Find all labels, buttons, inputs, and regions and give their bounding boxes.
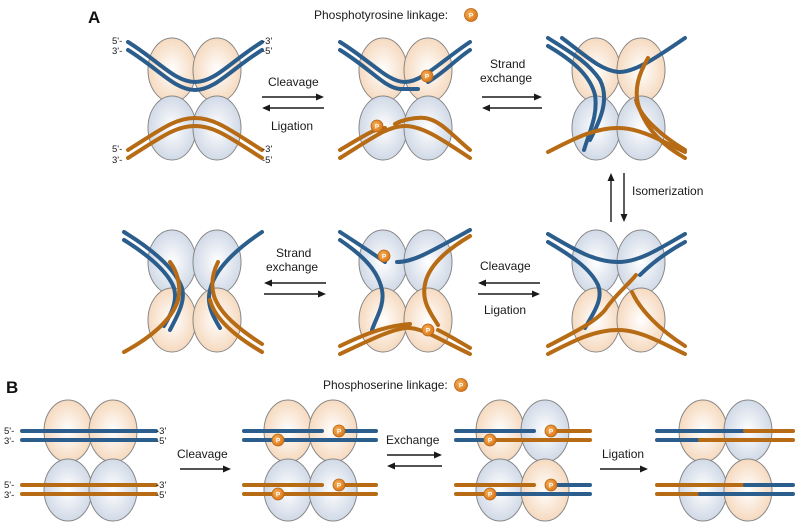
arrow-forward-1 xyxy=(262,93,324,101)
phospho-label: P xyxy=(382,254,387,261)
arrow-reverse-2 xyxy=(482,104,542,112)
step-ligation-2: Ligation xyxy=(484,303,526,317)
end-label-b-neg5-bottom: -5' xyxy=(156,490,166,501)
complex-b3 xyxy=(454,399,592,522)
arrow-isomerization-down xyxy=(620,173,628,222)
phospho-label: P xyxy=(459,383,464,390)
phospho-icon: P xyxy=(332,478,346,492)
complex-b4 xyxy=(655,399,795,522)
arrow-forward-3 xyxy=(478,290,540,298)
phospho-icon: P xyxy=(370,119,384,133)
arrow-reverse-1 xyxy=(262,104,324,112)
phospho-label: P xyxy=(488,438,493,445)
panel-a-legend-text: Phosphotyrosine linkage: xyxy=(314,8,448,22)
arrow-b-exchange-reverse xyxy=(387,462,442,470)
step-b-ligation: Ligation xyxy=(602,447,644,461)
arrow-b-exchange-forward xyxy=(387,451,442,459)
phospho-label: P xyxy=(276,492,281,499)
panel-a-label: A xyxy=(88,8,100,27)
phospho-icon: P xyxy=(483,487,497,501)
end-label-b-neg3-top: -3' xyxy=(156,426,166,437)
phospho-icon: P xyxy=(271,487,285,501)
end-label-5-bottom: 5'- xyxy=(112,144,122,155)
phospho-label: P xyxy=(488,492,493,499)
complex-a2 xyxy=(338,37,472,161)
phospho-icon: P xyxy=(454,378,468,392)
arrow-isomerization-up xyxy=(607,173,615,222)
step-b-cleavage: Cleavage xyxy=(177,447,228,461)
phospho-icon: P xyxy=(464,8,478,22)
complex-a6 xyxy=(122,229,264,354)
end-label-b-5-top: 5'- xyxy=(4,426,14,437)
step-b-exchange: Exchange xyxy=(386,433,440,447)
phospho-label: P xyxy=(469,13,474,20)
phospho-label: P xyxy=(549,483,554,490)
end-label-b-neg5-top: -5' xyxy=(156,436,166,447)
phospho-icon: P xyxy=(420,69,434,83)
arrow-reverse-3 xyxy=(478,279,540,287)
phospho-icon: P xyxy=(544,478,558,492)
phospho-icon: P xyxy=(271,433,285,447)
end-label-b-neg3-bottom: -3' xyxy=(156,480,166,491)
phospho-label: P xyxy=(276,438,281,445)
arrow-forward-2 xyxy=(482,93,542,101)
end-label-b-3-top: 3'- xyxy=(4,436,14,447)
end-label-5-top: 5'- xyxy=(112,36,122,47)
phospho-label: P xyxy=(426,328,431,335)
end-label-b-5-bottom: 5'- xyxy=(4,480,14,491)
complex-b1 xyxy=(20,399,158,522)
step-strand-exchange-2-line1: Strand xyxy=(276,246,311,260)
end-label-3-bottom: 3'- xyxy=(112,155,122,166)
complex-a5 xyxy=(338,228,472,356)
step-ligation-1: Ligation xyxy=(271,119,313,133)
phospho-label: P xyxy=(549,429,554,436)
step-strand-exchange-2-line2: exchange xyxy=(266,260,318,274)
end-label-b-3-bottom: 3'- xyxy=(4,490,14,501)
arrow-b-cleavage xyxy=(180,465,231,473)
phospho-icon: P xyxy=(544,424,558,438)
arrow-reverse-4 xyxy=(264,279,326,287)
end-label-neg3-top: -3' xyxy=(262,36,272,47)
step-strand-exchange-1-line1: Strand xyxy=(490,57,525,71)
phospho-icon: P xyxy=(377,249,391,263)
step-strand-exchange-1-line2: exchange xyxy=(480,71,532,85)
end-label-neg5-bottom: -5' xyxy=(262,155,272,166)
end-label-3-top: 3'- xyxy=(112,46,122,57)
phospho-label: P xyxy=(337,483,342,490)
complex-a1 xyxy=(126,37,264,161)
phospho-label: P xyxy=(375,124,380,131)
arrow-b-ligation xyxy=(600,465,648,473)
complex-a3 xyxy=(546,36,687,161)
phospho-icon: P xyxy=(483,433,497,447)
end-label-neg3-bottom: -3' xyxy=(262,144,272,155)
end-label-neg5-top: -5' xyxy=(262,46,272,57)
step-cleavage-2: Cleavage xyxy=(480,259,531,273)
panel-b-label: B xyxy=(6,378,18,397)
panel-b-legend-text: Phosphoserine linkage: xyxy=(323,378,448,392)
phospho-label: P xyxy=(425,74,430,81)
phospho-label: P xyxy=(337,429,342,436)
arrow-forward-4 xyxy=(264,290,326,298)
complex-a4 xyxy=(546,229,687,356)
phospho-icon: P xyxy=(421,323,435,337)
step-isomerization: Isomerization xyxy=(632,184,703,198)
step-cleavage-1: Cleavage xyxy=(268,75,319,89)
phospho-icon: P xyxy=(332,424,346,438)
complex-b2 xyxy=(242,399,378,522)
